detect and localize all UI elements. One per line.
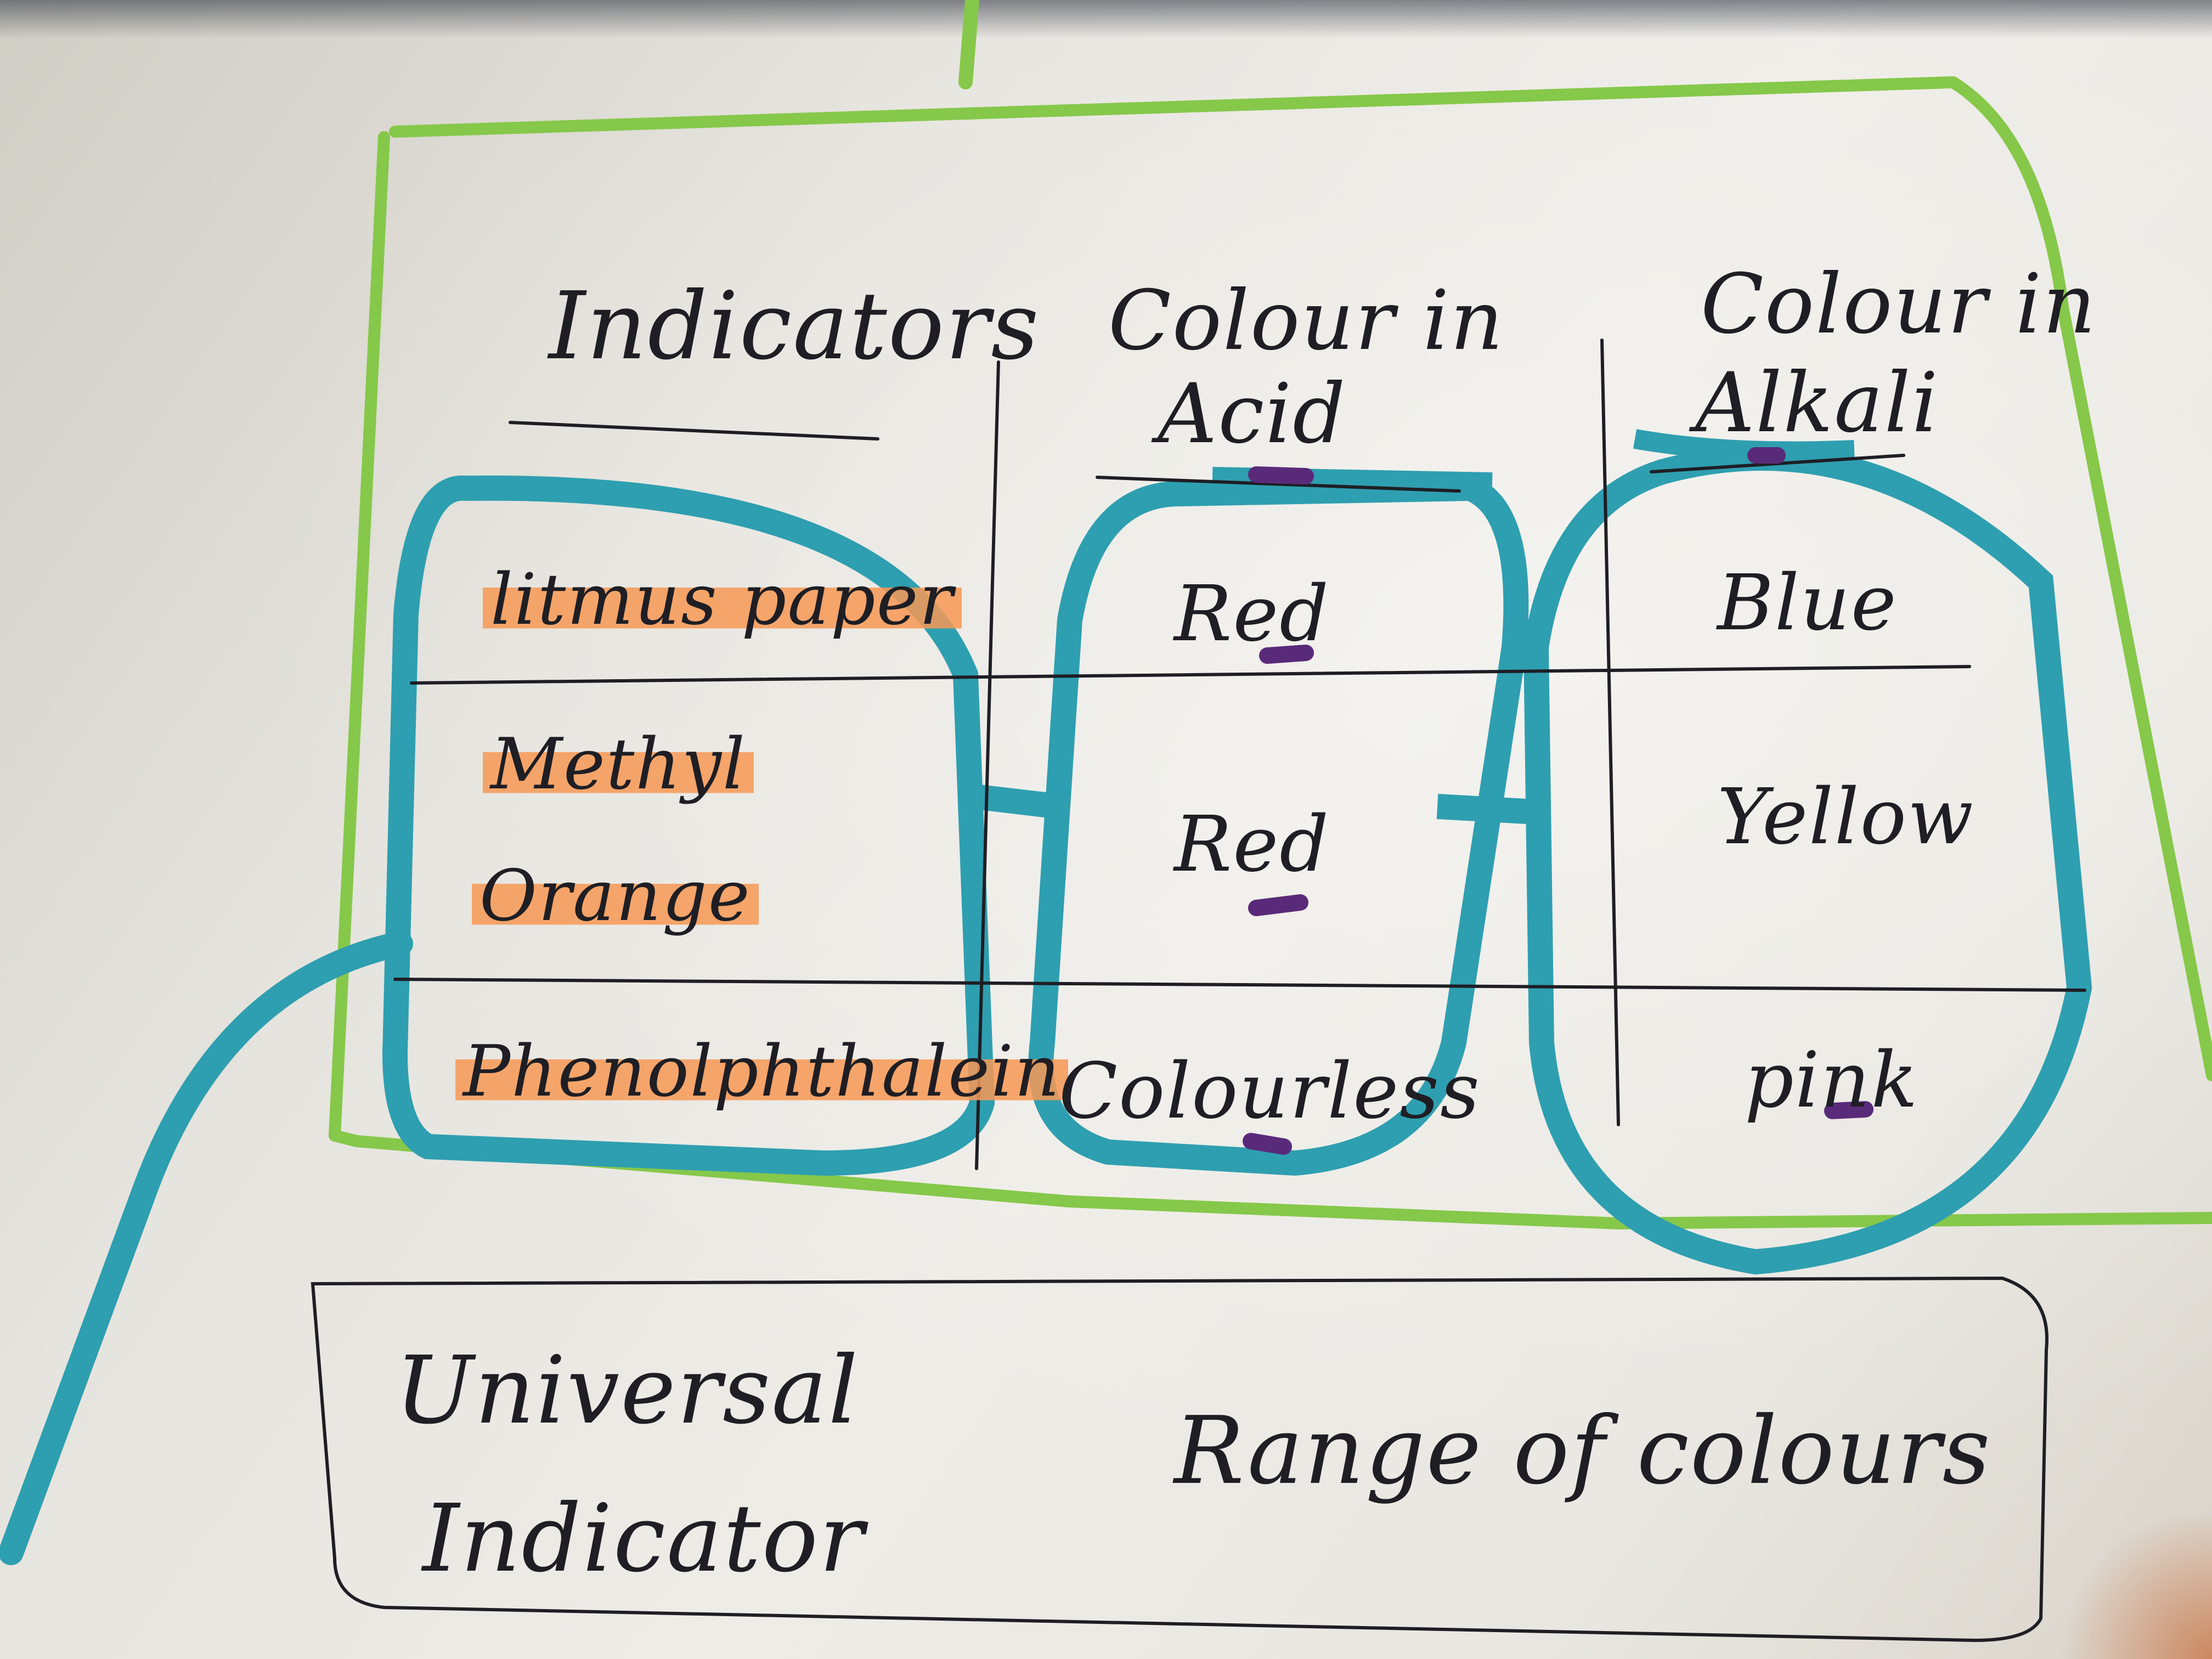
row1-indicator-text: litmus paper (483, 559, 962, 641)
universal-box (311, 1276, 2049, 1643)
dash-red-2 (1248, 894, 1308, 916)
row3-indicator-text: Phenolphthalein (455, 1031, 1069, 1113)
row2-indicator-line1: Methyl (483, 724, 754, 805)
green-connector-line (958, 0, 979, 89)
row2-indicator-text1: Methyl (483, 724, 754, 805)
row3-indicator: Phenolphthalein (455, 1031, 1069, 1113)
header-acid-line2: Acid (1158, 366, 1347, 462)
dash-acid-header (1248, 466, 1314, 484)
row1-indicator: litmus paper (483, 559, 962, 641)
header-indicators: Indicators (549, 272, 1040, 381)
row1-acid: Red (1174, 569, 1330, 659)
purple-marks (1243, 447, 1874, 1155)
universal-label-line1: Universal (395, 1336, 860, 1445)
dash-colourless (1243, 1133, 1292, 1155)
dash-pink (1824, 1101, 1874, 1119)
row3-alkali: pink (1745, 1036, 1919, 1125)
teal-loop-indicators (382, 475, 995, 1176)
acid-underline (1096, 476, 1461, 493)
indicators-underline (509, 421, 879, 441)
row2-acid: Red (1174, 800, 1330, 889)
teal-connector-right (1436, 794, 1537, 825)
teal-loop-acid (1028, 475, 1529, 1176)
row-divider-2 (393, 978, 2086, 992)
dash-red-1 (1259, 645, 1314, 664)
table-grid (311, 338, 2086, 1643)
teal-loop-alkali (1523, 445, 2092, 1275)
row1-alkali: Blue (1717, 558, 1898, 648)
teal-tail (0, 931, 413, 1565)
teal-connector-left (964, 783, 1060, 819)
row2-indicator-text2: Orange (472, 855, 759, 937)
row2-alkali: Yellow (1717, 772, 1974, 862)
teal-alkali-header-mark (1633, 429, 1855, 461)
column-divider-2 (1600, 338, 1620, 1126)
row-divider-1 (410, 665, 1971, 685)
header-acid-line1: Colour in (1108, 273, 1504, 369)
header-alkali-line2: Alkali (1695, 356, 1939, 451)
universal-label-line2: Indicator (422, 1485, 865, 1593)
universal-description: Range of colours (1174, 1397, 1991, 1505)
row3-acid: Colourless (1059, 1047, 1481, 1136)
header-alkali-line1: Colour in (1701, 257, 2097, 352)
row2-indicator-line2: Orange (472, 855, 759, 937)
